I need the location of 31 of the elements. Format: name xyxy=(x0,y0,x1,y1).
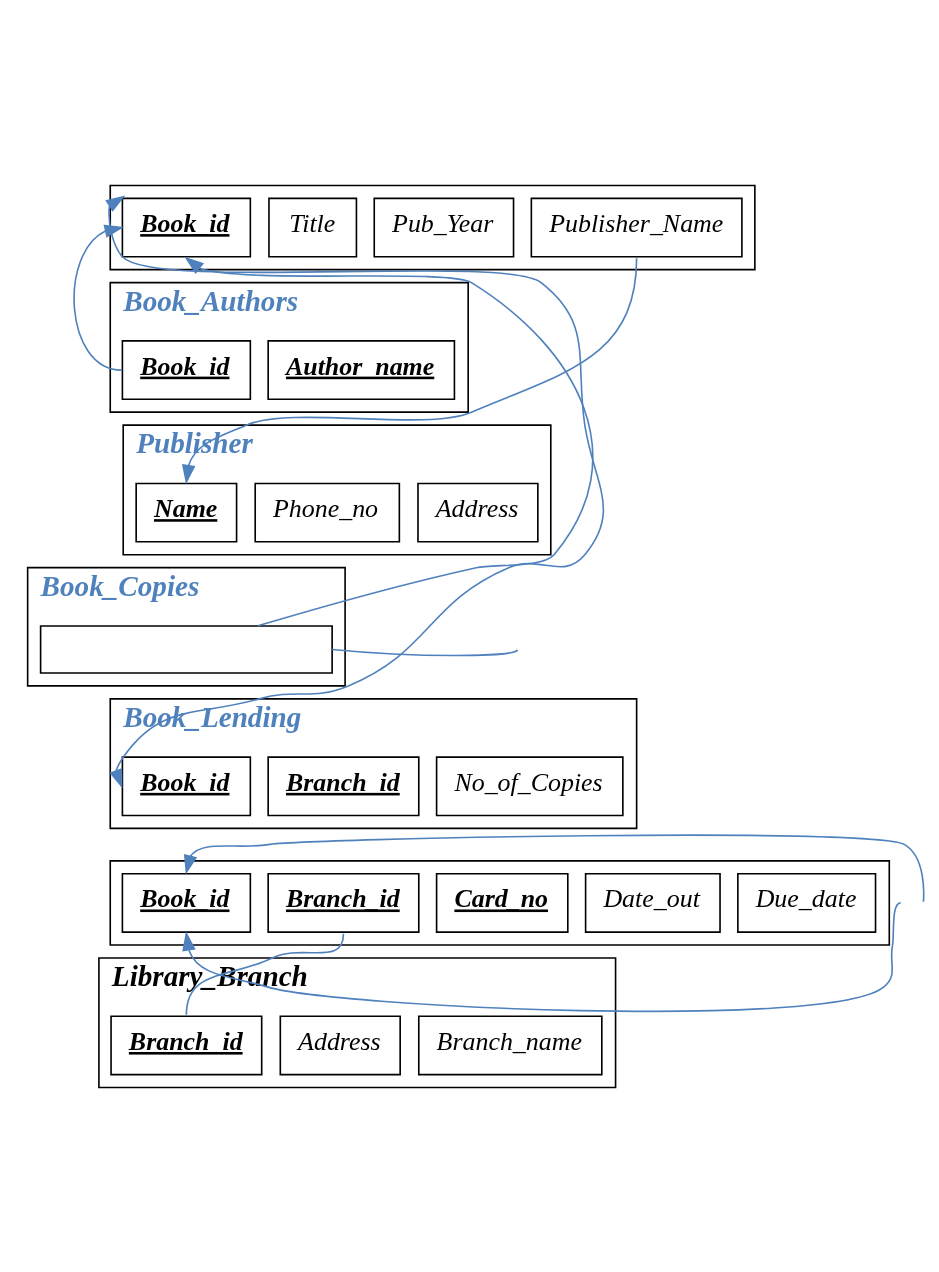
node-box: Book_id xyxy=(121,755,252,816)
node-box: No_of_Copies xyxy=(435,755,624,816)
node-box: Title xyxy=(268,197,358,257)
cluster xyxy=(109,184,756,270)
node-box: Author_name xyxy=(267,339,456,400)
node-box: Phone_no xyxy=(254,482,401,543)
arrow xyxy=(105,194,604,789)
arrow xyxy=(184,256,594,627)
node-box: Due_date xyxy=(737,872,877,933)
node-box: Address xyxy=(279,1015,401,1075)
connector xyxy=(331,648,519,656)
node-box: Address xyxy=(417,482,539,543)
arrow xyxy=(73,224,124,371)
node-box: Book_id xyxy=(121,197,252,257)
node-box: Book_id xyxy=(121,872,252,933)
node-box: Name xyxy=(135,482,238,543)
arrow xyxy=(183,833,925,903)
node-box: Branch_id xyxy=(267,755,420,816)
node-box: Publisher_Name xyxy=(530,197,743,257)
node-box: Branch_name xyxy=(418,1015,603,1075)
node-box: Book_id xyxy=(121,339,252,400)
cluster: Book_Copies xyxy=(26,566,346,687)
node-box: Branch_id xyxy=(267,872,420,933)
node-box: Date_out xyxy=(584,872,721,933)
arrow xyxy=(182,901,902,1012)
cluster xyxy=(109,859,891,946)
node-box xyxy=(39,624,333,674)
node-box: Card_no xyxy=(435,872,569,933)
node-box: Pub_Year xyxy=(373,197,515,257)
arrow xyxy=(181,257,638,484)
node-box: Branch_id xyxy=(110,1015,263,1075)
